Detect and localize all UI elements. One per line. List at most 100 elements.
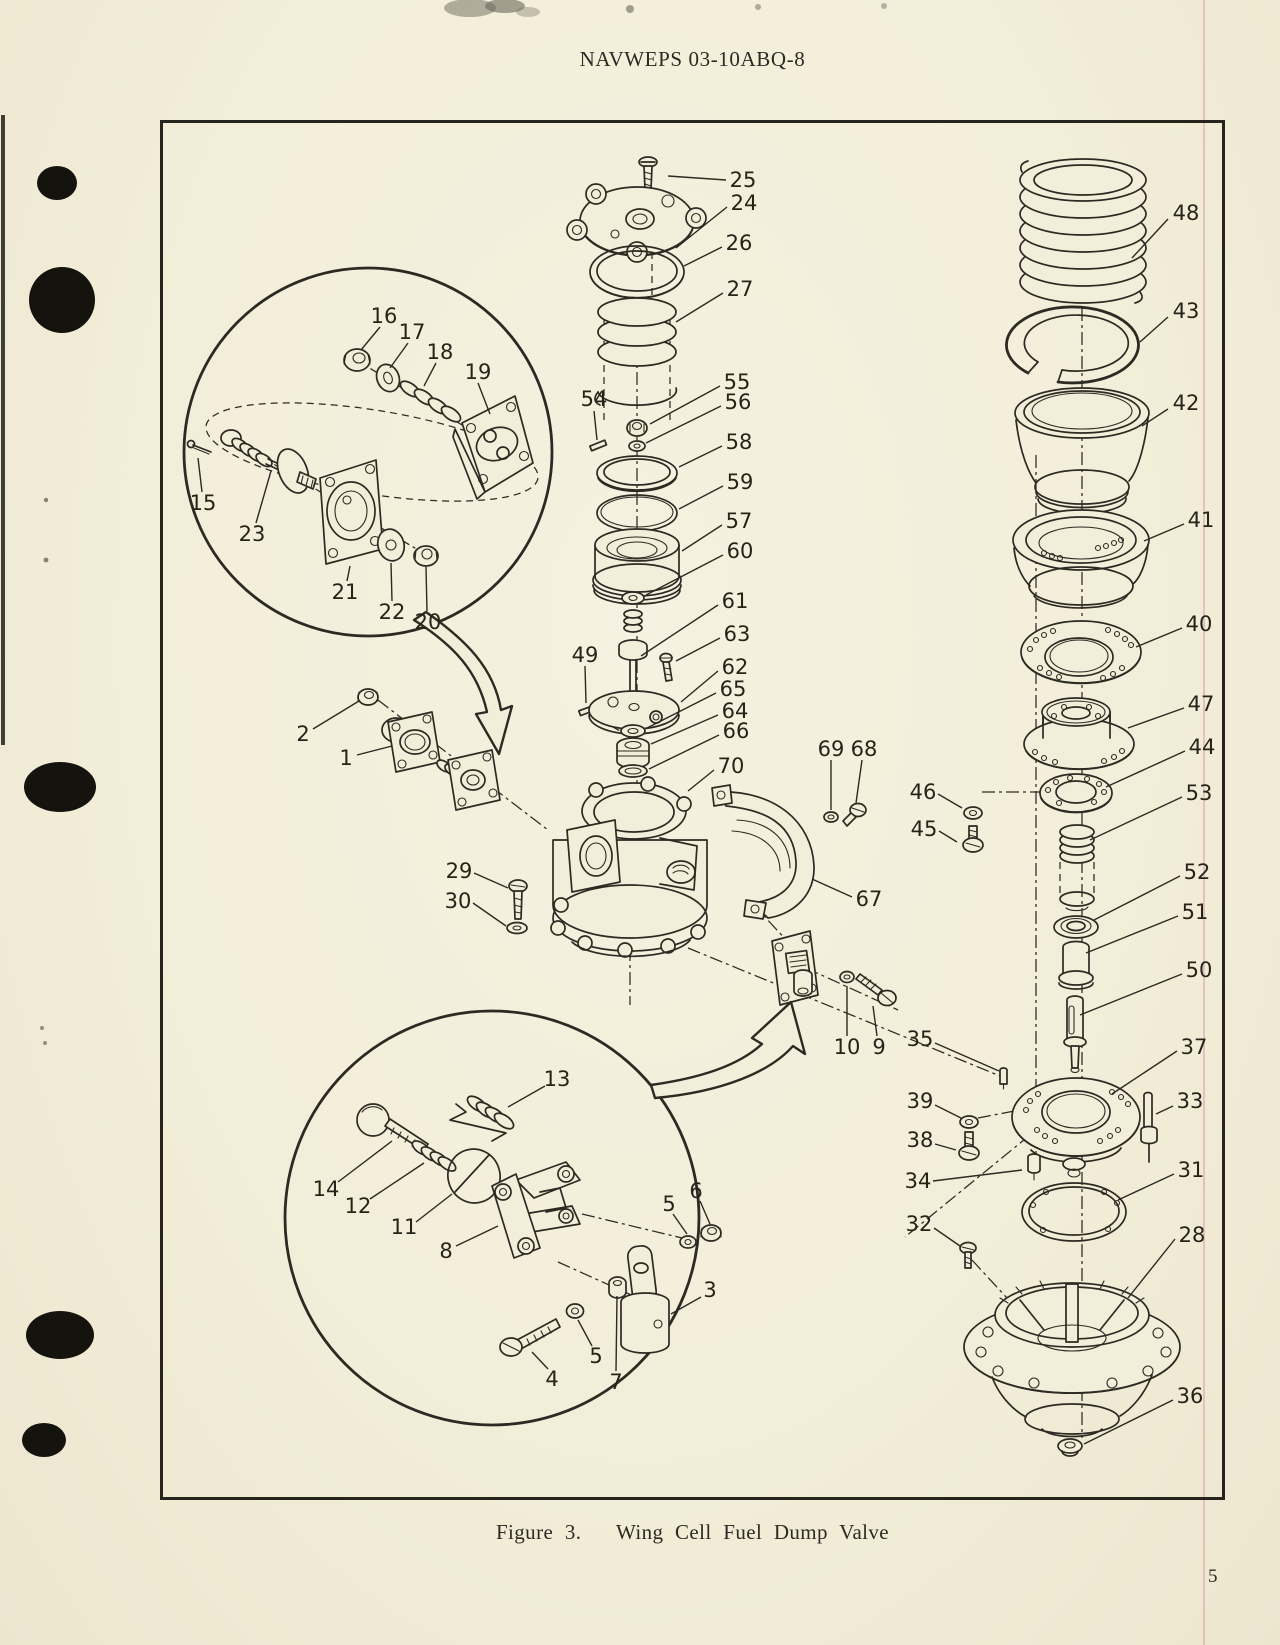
callout-leader-20	[425, 566, 428, 612]
callout-3: 3	[703, 1278, 716, 1302]
part-31-gasket	[1021, 1182, 1127, 1242]
callout-leader-32	[933, 1227, 961, 1247]
part-4-bolt	[499, 1318, 561, 1357]
part-2-nut	[357, 688, 379, 706]
callout-leader-3	[670, 1296, 702, 1315]
retainer-wire	[449, 1103, 507, 1142]
callout-leader-68	[855, 759, 863, 804]
part-18-spring	[399, 380, 462, 423]
part-42-retainer	[1014, 387, 1150, 515]
callout-leader-70	[687, 769, 715, 792]
callout-leader-53	[1089, 796, 1183, 841]
callout-leader-4	[531, 1351, 549, 1370]
callout-leader-27	[675, 292, 724, 323]
callout-leader-44	[1105, 750, 1186, 788]
callout-leader-46	[937, 793, 963, 809]
callout-leader-23	[255, 470, 272, 524]
callout-65: 65	[720, 677, 747, 701]
callout-leader-5	[577, 1319, 593, 1347]
part-46-washer	[963, 806, 983, 820]
callout-42: 42	[1173, 391, 1200, 415]
part-64-bushing	[616, 737, 650, 769]
callout-leader-57	[681, 524, 723, 552]
callout-leader-59	[678, 485, 724, 510]
part-44-ring	[1039, 773, 1113, 814]
callout-25: 25	[730, 168, 757, 192]
callout-leader-42	[1141, 408, 1169, 427]
callout-27: 27	[727, 277, 754, 301]
callout-53: 53	[1186, 781, 1213, 805]
callout-leader-38	[934, 1143, 957, 1151]
page-header: NAVWEPS 03-10ABQ-8	[579, 47, 806, 71]
callout-leader-5	[672, 1213, 688, 1235]
part-61-shaft	[618, 609, 648, 703]
callout-54: 54	[581, 387, 608, 411]
part-23-shaft-assembly	[220, 429, 317, 494]
callout-leader-7	[615, 1295, 618, 1372]
callout-leader-18	[423, 362, 437, 387]
callout-21: 21	[332, 580, 359, 604]
callout-leader-15	[197, 457, 203, 493]
callout-4: 4	[545, 1367, 558, 1391]
callout-48: 48	[1173, 201, 1200, 225]
callout-leader-22	[390, 562, 393, 602]
callout-leader-40	[1135, 627, 1183, 648]
callout-44: 44	[1189, 735, 1216, 759]
part-32-screw	[959, 1241, 977, 1269]
callout-26: 26	[726, 231, 753, 255]
callout-5: 5	[662, 1192, 675, 1216]
part-55-nut	[626, 419, 648, 437]
callout-14: 14	[313, 1177, 340, 1201]
part-45-screw	[962, 825, 984, 853]
part-9-screw	[855, 973, 897, 1007]
callout-13: 13	[544, 1067, 571, 1091]
callout-64: 64	[722, 699, 749, 723]
callout-leader-51	[1085, 915, 1179, 954]
callout-leader-55	[649, 385, 721, 425]
callout-69: 69	[818, 737, 845, 761]
part-52-washer	[1053, 915, 1099, 939]
callout-16: 16	[371, 304, 398, 328]
callout-1: 1	[339, 746, 352, 770]
callout-38: 38	[907, 1128, 934, 1152]
callout-leader-30	[472, 902, 507, 927]
callout-leader-1	[356, 745, 393, 756]
callout-66: 66	[723, 719, 750, 743]
callout-leader-56	[645, 405, 722, 444]
callout-layer: 2524262754555658595760616362656466704921…	[190, 168, 1216, 1445]
part-63-screw	[659, 652, 673, 682]
part-16-nut	[343, 348, 371, 372]
binding-punch-marks	[22, 166, 96, 1457]
callout-29: 29	[446, 859, 473, 883]
callout-2: 2	[296, 722, 309, 746]
part-51-cylinder	[1058, 940, 1094, 990]
callout-9: 9	[872, 1035, 885, 1059]
callout-45: 45	[911, 817, 938, 841]
callout-leader-21	[346, 565, 351, 582]
callout-49: 49	[572, 643, 599, 667]
callout-52: 52	[1184, 860, 1211, 884]
callout-17: 17	[399, 320, 426, 344]
callout-32: 32	[906, 1212, 933, 1236]
callout-55: 55	[724, 370, 751, 394]
callout-leader-11	[415, 1193, 453, 1223]
part-36-nipple	[1057, 1438, 1083, 1457]
callout-leader-39	[934, 1104, 962, 1119]
callout-12: 12	[345, 1194, 372, 1218]
callout-18: 18	[427, 340, 454, 364]
callout-24: 24	[731, 191, 758, 215]
part-1-adapter-flange	[381, 711, 441, 773]
callout-70: 70	[718, 754, 745, 778]
part-27-spring	[594, 297, 678, 406]
part-53-spring-sleeve	[1059, 824, 1095, 912]
part-58-ring	[596, 455, 678, 493]
scan-artifacts	[1, 0, 1205, 1645]
callout-47: 47	[1188, 692, 1215, 716]
part-15-pin	[186, 439, 212, 455]
callout-leader-29	[473, 872, 509, 889]
callout-leader-9	[872, 1005, 878, 1037]
valve-poppet-flange	[436, 749, 501, 811]
callout-61: 61	[722, 589, 749, 613]
